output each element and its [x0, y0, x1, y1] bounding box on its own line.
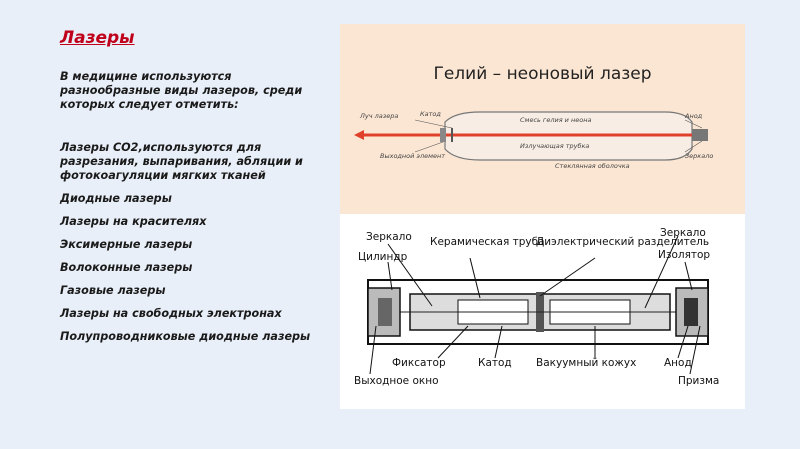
label-mirror-right: Зеркало — [660, 227, 706, 239]
label-output: Выходной элемент — [380, 152, 445, 160]
intro-text: В медицине используются разнообразные ви… — [60, 70, 303, 111]
label-mixture: Смесь гелия и неона — [520, 116, 591, 124]
label-cylinder: Цилиндр — [358, 251, 408, 263]
mirror-block — [692, 129, 708, 141]
list-item: Эксимерные лазеры — [60, 238, 193, 251]
label-mirror-left: Зеркало — [366, 231, 412, 243]
list-item: Газовые лазеры — [60, 284, 166, 297]
list-item: Лазеры на красителях — [60, 215, 207, 228]
label-anode-2: Анод — [664, 357, 692, 369]
co2-laser-figure: Зеркало Цилиндр Керамическая труба Диэле… — [340, 214, 745, 409]
text-column: Лазеры В медицине используются разнообра… — [60, 28, 325, 343]
label-anode: Анод — [684, 112, 703, 120]
beam-arrow-icon — [354, 130, 364, 140]
list-item: Волоконные лазеры — [60, 261, 193, 274]
label-shell: Стеклянная оболочка — [555, 162, 630, 170]
he-ne-laser-figure: Гелий – неоновый лазер Луч лазера Катод … — [340, 24, 745, 214]
label-ceramic: Керамическая труба — [430, 236, 545, 248]
label-beam: Луч лазера — [359, 112, 398, 120]
he-ne-diagram: Луч лазера Катод Смесь гелия и неона Изл… — [354, 110, 713, 170]
list-item: Диодные лазеры — [60, 192, 172, 205]
list-item: Полупроводниковые диодные лазеры — [60, 330, 311, 343]
label-fixator: Фиксатор — [392, 357, 446, 369]
figure-title: Гелий – неоновый лазер — [433, 64, 652, 84]
label-window: Выходное окно — [354, 375, 439, 387]
list-item: Лазеры на свободных электронах — [60, 307, 282, 320]
label-prism: Призма — [678, 375, 719, 387]
list-item: Лазеры СО2,используются для разрезания, … — [60, 141, 303, 182]
label-tube: Излучающая трубка — [520, 142, 589, 150]
label-cathode-2: Катод — [478, 357, 512, 369]
label-vacuum: Вакуумный кожух — [536, 357, 636, 369]
label-cathode: Катод — [420, 110, 441, 118]
label-mirror: Зеркало — [685, 152, 713, 160]
slide-title: Лазеры — [60, 28, 135, 48]
label-dielectric: Диэлектрический разделитель — [536, 236, 709, 248]
label-insulator: Изолятор — [658, 249, 710, 261]
co2-diagram: Зеркало Цилиндр Керамическая труба Диэле… — [354, 227, 719, 387]
label-ceramic-text: Керамическая труба — [430, 236, 545, 248]
laser-list: Лазеры СО2,используются для разрезания, … — [60, 141, 330, 353]
output-element — [440, 128, 446, 142]
